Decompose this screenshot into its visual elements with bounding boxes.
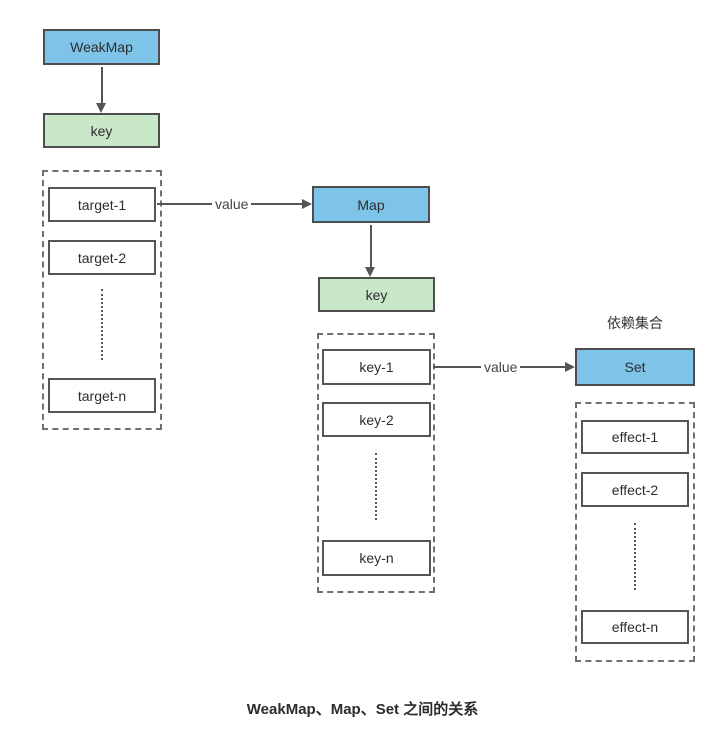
targets-container [42,170,162,430]
effect-2-label: effect-2 [611,481,659,498]
effect-row-1: effect-1 [581,420,689,454]
arrow-weakmap-to-key-line [101,67,103,103]
targets-vertical-ellipsis [101,289,103,360]
edge-key1-to-set-head [565,362,575,372]
arrow-weakmap-to-key-head [96,103,106,113]
dependency-set-caption: 依赖集合 [607,315,663,331]
target-2-label: target-2 [77,249,127,266]
effect-row-n: effect-n [581,610,689,644]
effects-vertical-ellipsis [634,523,636,590]
weakmap-key-label: key [90,122,113,139]
key-n-label: key-n [359,550,394,566]
target-n-label: target-n [77,387,127,404]
arrow-map-to-key-line [370,225,372,267]
set-node: Set [575,348,695,386]
target-row-1: target-1 [48,187,156,222]
effects-container [575,402,695,662]
effect-1-label: effect-1 [611,429,659,445]
key-row-1: key-1 [322,349,431,385]
edge-target1-to-map-head [302,199,312,209]
keys-vertical-ellipsis [375,453,377,520]
weakmap-label: WeakMap [70,39,133,55]
weakmap-key-node: key [43,113,160,148]
target-1-label: target-1 [77,196,127,213]
diagram-caption: WeakMap、Map、Set 之间的关系 [246,701,479,718]
keys-container [317,333,435,593]
map-label: Map [357,196,385,213]
map-node: Map [312,186,430,223]
weakmap-node: WeakMap [43,29,160,65]
key-row-n: key-n [322,540,431,576]
target-row-n: target-n [48,378,156,413]
key-2-label: key-2 [359,411,394,428]
arrow-map-to-key-head [365,267,375,277]
effect-row-2: effect-2 [581,472,689,507]
map-key-label: key [365,286,388,303]
key-1-label: key-1 [359,359,394,375]
set-label: Set [624,359,646,375]
edge-target1-to-map-label: value [212,196,252,212]
effect-n-label: effect-n [611,619,659,635]
key-row-2: key-2 [322,402,431,437]
edge-key1-to-set-label: value [481,359,521,375]
target-row-2: target-2 [48,240,156,275]
map-key-node: key [318,277,435,312]
